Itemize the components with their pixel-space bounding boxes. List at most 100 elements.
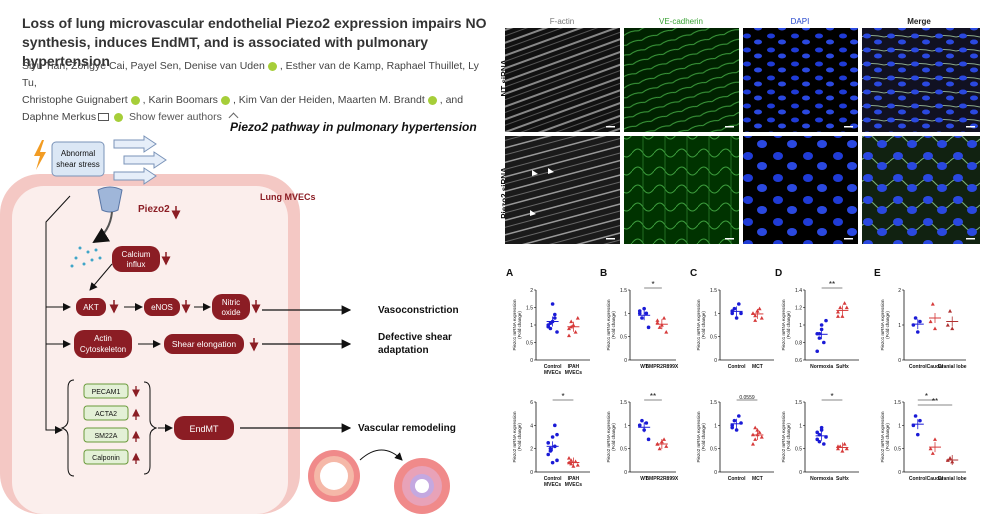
authors-2d: , and [439, 94, 464, 106]
data-point [569, 461, 574, 466]
data-point [817, 336, 822, 340]
y-tick-label: 0 [530, 470, 533, 476]
y-axis-label: (Fold change) [885, 311, 890, 339]
y-tick-label: 0 [898, 470, 901, 476]
significance-label: ** [829, 280, 835, 289]
panel-letter: E [874, 268, 881, 279]
y-axis-label: (Fold change) [786, 311, 791, 339]
data-point [657, 325, 662, 329]
data-point [819, 425, 824, 430]
authors-3[interactable]: Daphne Merkus [22, 111, 97, 123]
y-axis-label: Piezo2 mRNA expression [512, 411, 517, 463]
orcid-icon[interactable] [130, 95, 140, 105]
x-tick-label: BMPR2R899X [645, 476, 678, 482]
defective-shear-label-2: adaptation [378, 345, 429, 356]
image-kd-dapi [743, 136, 858, 244]
calcium-dots-icon [70, 246, 102, 268]
data-point [755, 428, 760, 432]
orcid-icon[interactable] [114, 112, 124, 122]
data-point [550, 460, 555, 465]
y-tick-label: 1.5 [620, 288, 627, 294]
data-point [575, 463, 580, 467]
data-point [566, 456, 571, 460]
data-point [734, 316, 739, 320]
image-nt-vecadherin [624, 28, 739, 132]
authors-1[interactable]: Siyu Tian, Zongye Cai, Payel Sen, Denise… [22, 60, 265, 72]
orcid-icon[interactable] [220, 95, 230, 105]
data-point [918, 319, 922, 324]
vessel-normal-icon [308, 450, 360, 502]
data-point [757, 430, 762, 434]
data-point [928, 446, 933, 451]
gene-sm22a: SM22A [95, 433, 118, 440]
authors-1b[interactable]: , Esther van de Kamp, Raphael Thuillet, … [22, 60, 479, 89]
x-tick-label: Control [544, 364, 562, 370]
data-point [918, 418, 922, 423]
y-tick-label: 0.6 [795, 358, 802, 364]
data-point [664, 330, 669, 334]
significance-label: * [830, 392, 833, 401]
author-list: Siyu Tian, Zongye Cai, Payel Sen, Denise… [22, 58, 492, 126]
piezo2-label: Piezo2 [138, 204, 170, 215]
data-point [757, 306, 762, 311]
calcium-influx-box [112, 246, 160, 272]
data-point [739, 311, 743, 316]
show-fewer-authors-button[interactable]: Show fewer authors [129, 111, 239, 123]
vasoconstriction-label: Vasoconstriction [378, 305, 459, 316]
flow-arrows [113, 135, 167, 185]
y-axis-label: Piezo2 mRNA expression [606, 411, 611, 463]
data-point [646, 437, 651, 442]
orcid-icon[interactable] [267, 61, 277, 71]
authors-2a[interactable]: Christophe Guignabert [22, 94, 128, 106]
data-point [637, 309, 642, 313]
stress-label-2: shear stress [56, 160, 100, 169]
y-tick-label: 1 [799, 423, 802, 429]
data-point [657, 446, 662, 451]
y-axis-label: Piezo1 mRNA expression [781, 299, 786, 351]
show-fewer-label[interactable]: Show fewer authors [129, 111, 222, 123]
y-tick-label: 2 [530, 447, 533, 453]
data-point [835, 309, 840, 314]
calcium-label-1: Calcium [122, 250, 151, 259]
y-tick-label: 1.5 [710, 400, 717, 406]
y-tick-label: 0 [624, 470, 627, 476]
data-point [815, 430, 820, 435]
x-tick-label: MVECs [565, 482, 582, 488]
authors-2c[interactable]: , Kim Van der Heiden, Maarten M. Brandt [232, 94, 425, 106]
y-tick-label: 0.5 [710, 447, 717, 453]
significance-label: * [561, 392, 564, 401]
data-point [753, 313, 758, 318]
significance-label: * [925, 392, 928, 401]
image-nt-dapi [743, 28, 858, 132]
y-axis-label: (Fold change) [885, 423, 890, 451]
x-tick-label: MVECs [565, 370, 582, 376]
akt-label: AKT [83, 303, 99, 312]
data-point [817, 331, 822, 336]
data-point [553, 312, 557, 317]
significance-label: * [651, 280, 654, 289]
nitric-oxide-box [212, 294, 250, 320]
scale-bars [606, 126, 975, 240]
panel-letter: B [600, 268, 607, 279]
y-tick-label: 2 [898, 288, 901, 294]
data-point [930, 451, 935, 455]
y-tick-label: 1.5 [894, 400, 901, 406]
actin-box [74, 330, 132, 358]
x-tick-label: Control [909, 476, 927, 482]
y-tick-label: 0.5 [620, 335, 627, 341]
data-point [637, 423, 642, 428]
data-point [753, 425, 758, 430]
authors-2b[interactable]: , Karin Boomars [142, 94, 218, 106]
orcid-icon[interactable] [427, 95, 437, 105]
x-tick-label: Normoxia [810, 364, 833, 370]
y-axis-label: Piezo1 mRNA expression [880, 299, 885, 351]
calcium-label-2: influx [127, 260, 146, 269]
mail-icon[interactable] [98, 113, 110, 122]
enos-box [144, 298, 180, 316]
col-label-vecadherin: VE-cadherin [659, 18, 703, 26]
data-point [566, 326, 571, 331]
